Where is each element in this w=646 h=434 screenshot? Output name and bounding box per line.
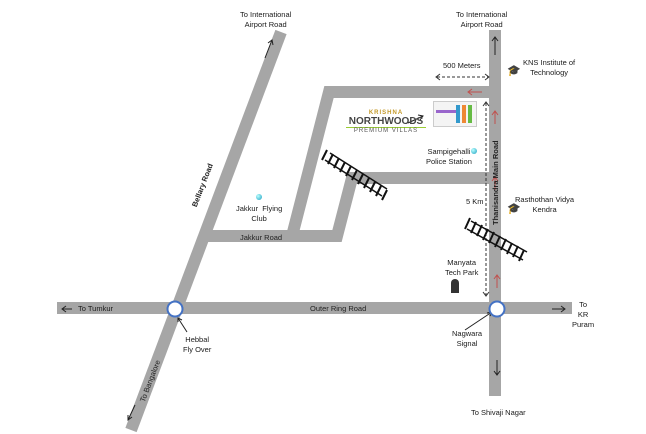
connector-road [286, 86, 489, 238]
to-shivaji-nagar-label: To Shivaji Nagar [471, 408, 526, 417]
manyata-tech-park-label: Manyata Tech Park [445, 258, 479, 277]
rasthothan-label: Rasthothan Vidya Kendra [515, 195, 575, 214]
hebbal-flyover-label: Hebbal Fly Over [183, 335, 212, 354]
building-icon [451, 279, 459, 293]
northwoods-logo: KRISHNA NORTHWOODS PREMIUM VILLAS [346, 110, 426, 150]
jakkur-flying-club-label: Jakkur Flying Club [236, 204, 283, 223]
police-station-label: Sampigehalli Police Station [426, 147, 472, 166]
jakkur-road [203, 172, 489, 242]
outer-ring-road-label: Outer Ring Road [310, 304, 367, 313]
airport-road-label-left: To International Airport Road [240, 10, 292, 29]
thanisandra-road-label: Thanisandra Main Road [491, 140, 500, 225]
to-kr-puram-label: To KR Puram [572, 300, 595, 329]
railway-track-1 [321, 149, 388, 201]
airport-road-label-right: To International Airport Road [456, 10, 508, 29]
direction-arrows [467, 88, 501, 288]
hebbal-flyover-circle [166, 300, 184, 318]
distance-500m-label: 500 Meters [443, 61, 481, 70]
graduation-cap-icon: 🎓 [507, 203, 521, 215]
site-plan-thumbnail [433, 101, 477, 127]
graduation-cap-icon: 🎓 [507, 65, 521, 77]
railway-track-2 [464, 217, 528, 262]
jakkur-road-label: Jakkur Road [240, 233, 283, 242]
distance-5km-label: 5 Km [466, 197, 484, 206]
jakkur-club-marker [256, 194, 262, 200]
kns-institute-label: KNS Institute of Technology [523, 58, 576, 77]
nagwara-signal-label: Nagwara Signal [452, 329, 483, 348]
to-tumkur-label: To Tumkur [78, 304, 114, 313]
police-station-marker [471, 148, 477, 154]
nagwara-signal-circle [488, 300, 506, 318]
